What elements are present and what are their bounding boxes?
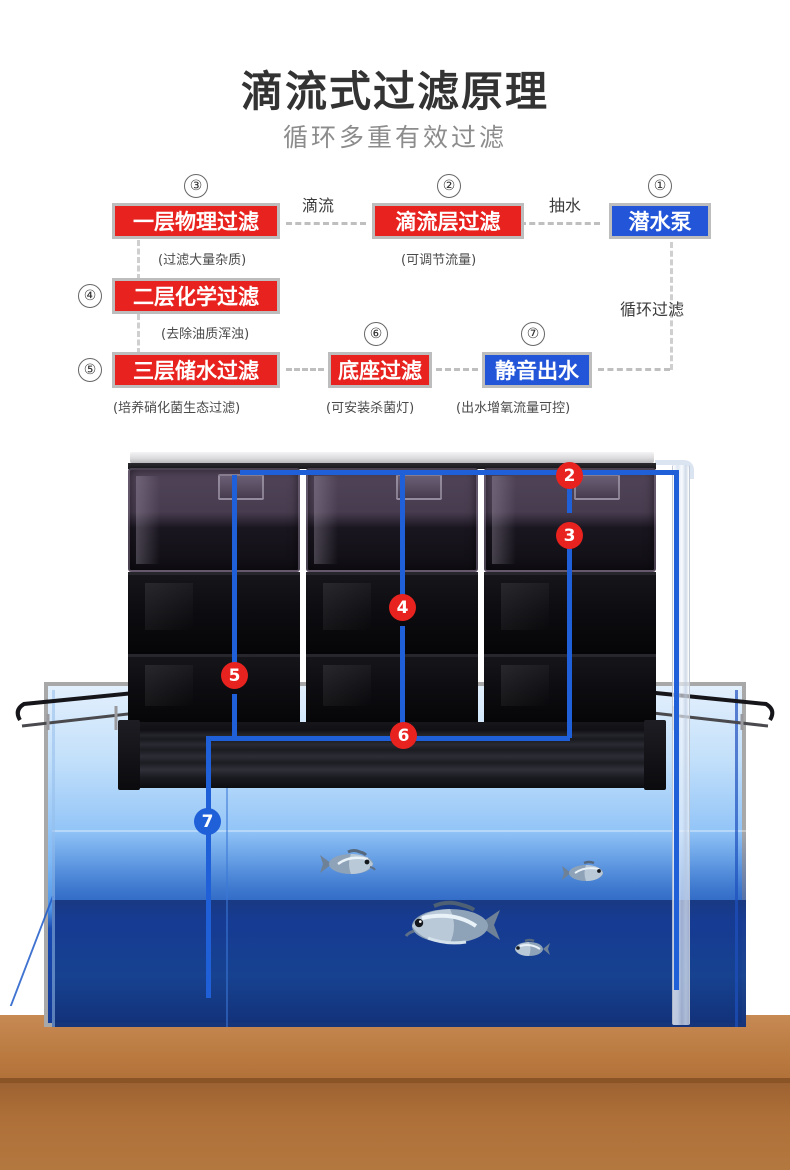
tank-waterline <box>52 830 746 832</box>
connector-recirculate-line <box>670 242 673 370</box>
desk-edge <box>0 1078 790 1083</box>
connector-outlet-to-loop <box>598 368 670 371</box>
connector-layer1-to-layer2 <box>137 240 140 280</box>
flow-line-top <box>240 470 678 475</box>
flow-node-drip-layer[interactable]: 滴流层过滤 <box>372 203 524 239</box>
flow-diagram: 滴流 抽水 循环过滤 ③ 一层物理过滤 (过滤大量杂质) ② 滴流层过滤 (可调… <box>0 0 790 430</box>
badge-6[interactable]: 6 <box>390 722 417 749</box>
flow-num-3: ③ <box>184 174 208 198</box>
filter-lid <box>130 452 654 463</box>
filter-box-low-2 <box>306 654 478 726</box>
flow-caption-water-storage: (培养硝化菌生态过滤) <box>113 401 241 416</box>
flow-caption-chemical-filter: (去除油质浑浊) <box>161 327 250 342</box>
connector-label-drip: 滴流 <box>302 196 335 215</box>
connector-base-to-outlet <box>436 368 478 371</box>
fish-tiny-bottom <box>512 938 552 960</box>
page-title: 滴流式过滤原理 <box>240 67 549 116</box>
flow-line-layer4-lower <box>400 626 405 738</box>
flow-caption-base-filter: (可安装杀菌灯) <box>326 401 415 416</box>
flow-line-layer5-upper <box>232 475 237 665</box>
tray-handle-1[interactable] <box>218 474 264 500</box>
tank-floor <box>52 900 746 1027</box>
flow-node-base-filter[interactable]: 底座过滤 <box>328 352 432 388</box>
tank-rear-corner-edge <box>226 690 228 1027</box>
connector-label-pump-water: 抽水 <box>549 196 582 215</box>
fish-medium-left <box>318 848 380 880</box>
drip-filter-box <box>118 452 666 790</box>
flow-caption-silent-outlet: (出水增氧流量可控) <box>456 401 571 416</box>
drip-tray-1 <box>128 468 300 572</box>
flow-line-pump-riser <box>674 970 679 990</box>
tank-left-inner-edge <box>52 690 55 1027</box>
standpipe-elbow <box>655 460 694 479</box>
flow-node-water-storage[interactable]: 三层储水过滤 <box>112 352 280 388</box>
flow-node-submersible-pump[interactable]: 潜水泵 <box>609 203 711 239</box>
filter-base-cap-left <box>118 720 140 790</box>
fish-small-upper-right <box>560 860 608 886</box>
badge-5[interactable]: 5 <box>221 662 248 689</box>
flow-line-standpipe-down <box>674 470 679 990</box>
filter-base-cap-right <box>644 720 666 790</box>
connector-pump-line <box>520 222 600 225</box>
drip-tray-2 <box>306 468 478 572</box>
flow-num-2: ② <box>437 174 461 198</box>
flow-caption-drip-layer: (可调节流量) <box>401 253 477 268</box>
flow-node-chemical-filter[interactable]: 二层化学过滤 <box>112 278 280 314</box>
flow-caption-physical-filter: (过滤大量杂质) <box>158 253 247 268</box>
flow-num-5: ⑤ <box>78 358 102 382</box>
connector-label-recirculate: 循环过滤 <box>620 300 685 319</box>
filter-layer-row-lower <box>128 654 656 726</box>
flow-num-6: ⑥ <box>364 322 388 346</box>
connector-drip-line <box>286 222 366 225</box>
tank-right-inner-edge <box>735 690 738 1027</box>
tank-water-depth-shade <box>52 830 746 900</box>
flow-line-outlet-down <box>206 736 211 998</box>
flow-line-layer4-upper <box>400 475 405 597</box>
fish-large-center <box>398 898 502 952</box>
connector-storage-to-base <box>286 368 324 371</box>
flow-line-layer5-lower <box>232 694 237 740</box>
product-scene: 2 3 4 5 6 7 1 <box>0 430 790 1170</box>
connector-layer2-to-layer3 <box>137 314 140 354</box>
flow-line-layer3-down <box>567 542 572 738</box>
badge-2[interactable]: 2 <box>556 462 583 489</box>
badge-4[interactable]: 4 <box>389 594 416 621</box>
flow-node-silent-outlet[interactable]: 静音出水 <box>482 352 592 388</box>
filter-box-low-1 <box>128 654 300 726</box>
flow-num-7: ⑦ <box>521 322 545 346</box>
flow-node-physical-filter[interactable]: 一层物理过滤 <box>112 203 280 239</box>
flow-line-base <box>206 736 570 741</box>
filter-lid-shadow <box>128 463 656 469</box>
desk-front-panel <box>0 1083 790 1170</box>
flow-line-tray3-down <box>567 475 572 513</box>
flow-num-4: ④ <box>78 284 102 308</box>
badge-7[interactable]: 7 <box>194 808 221 835</box>
filter-box-mid-1 <box>128 572 300 654</box>
badge-3[interactable]: 3 <box>556 522 583 549</box>
page-subtitle: 循环多重有效过滤 <box>282 123 507 152</box>
flow-num-1: ① <box>648 174 672 198</box>
